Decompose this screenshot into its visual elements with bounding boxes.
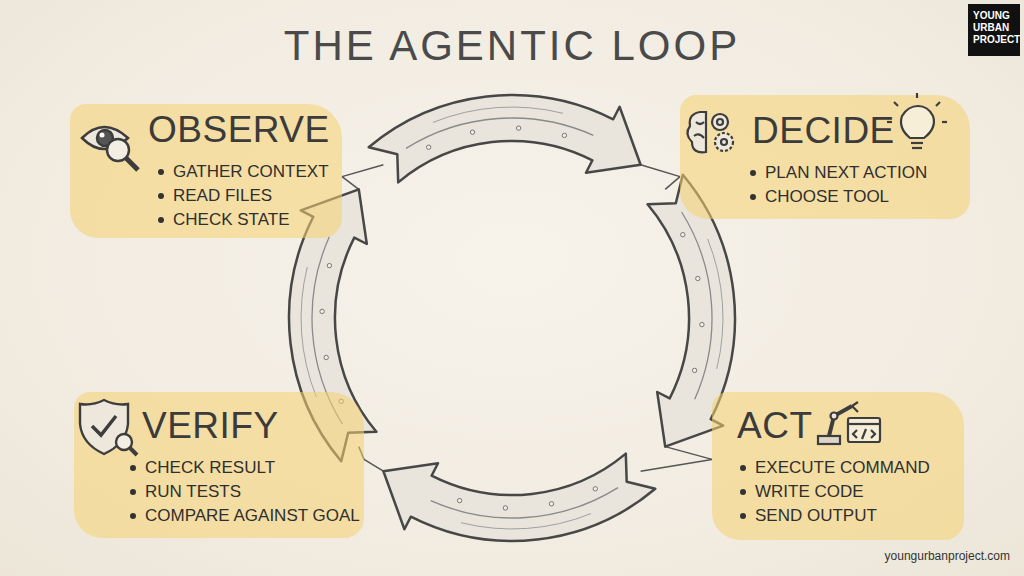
circuit-node [593,487,597,491]
circuit-node [692,368,696,372]
loop-arrow [342,95,680,182]
circuit-node [503,506,507,510]
bullet-item: GATHER CONTEXT [158,160,342,184]
circuit-node [696,276,700,280]
bullet-list: GATHER CONTEXTREAD FILESCHECK STATE [70,160,342,232]
connector-link [342,177,359,190]
circuit-trace [431,488,618,518]
step-heading: ACT [737,406,964,446]
bullet-item: CHECK STATE [158,208,342,232]
circuit-node [327,263,331,267]
bullet-item: CHECK RESULT [130,456,364,480]
connector-link [641,459,712,471]
circuit-trace [708,239,723,369]
step-box: DECIDE PLAN NEXT ACTIONCHOOSE TOOL [680,95,970,219]
step-box: ACT EXECUTE COMMANDWRITE CODESEND OUTPUT [712,392,964,540]
connector-link [342,165,383,177]
step-heading: VERIFY [142,406,364,446]
connector-link [665,177,680,190]
bullet-item: SEND OUTPUT [740,504,964,528]
bullet-item: EXECUTE COMMAND [740,456,964,480]
circuit-trace [461,514,591,529]
bullet-item: WRITE CODE [740,480,964,504]
step-box: OBSERVE GATHER CONTEXTREAD FILESCHECK STA… [70,104,342,238]
circuit-node [427,145,431,149]
bullet-list: EXECUTE COMMANDWRITE CODESEND OUTPUT [712,456,964,528]
circuit-node [320,309,324,313]
bullet-item: RUN TESTS [130,480,364,504]
bullet-list: PLAN NEXT ACTIONCHOOSE TOOL [680,161,970,209]
circuit-node [324,355,328,359]
circuit-node [516,126,520,130]
circuit-node [681,233,685,237]
circuit-trace [301,267,316,397]
bullet-item: READ FILES [158,184,342,208]
circuit-trace [406,118,593,148]
loop-arrow [364,454,712,541]
diagram-title: THE AGENTIC LOOP [0,22,1024,70]
bullet-item: PLAN NEXT ACTION [750,161,970,185]
arrow-band [369,95,641,182]
step-heading: OBSERVE [148,110,342,150]
bullet-item: CHOOSE TOOL [750,185,970,209]
arrow-band [383,454,655,541]
step-heading: DECIDE [752,111,970,151]
circuit-node [457,498,461,502]
circuit-trace [433,107,563,122]
circuit-node [549,502,553,506]
connector-link [364,459,383,471]
bullet-list: CHECK RESULTRUN TESTSCOMPARE AGAINST GOA… [74,456,364,528]
circuit-node [562,133,566,137]
circuit-trace [682,212,712,399]
watermark: youngurbanproject.com [885,549,1010,563]
circuit-node [700,322,704,326]
brand-logo: YOUNG URBAN PROJECT [968,4,1020,56]
step-box: VERIFY CHECK RESULTRUN TESTSCOMPARE AGAIN… [74,392,364,538]
connector-link [665,447,712,460]
circuit-node [470,130,474,134]
bullet-item: COMPARE AGAINST GOAL [130,504,364,528]
connector-link [641,165,680,177]
